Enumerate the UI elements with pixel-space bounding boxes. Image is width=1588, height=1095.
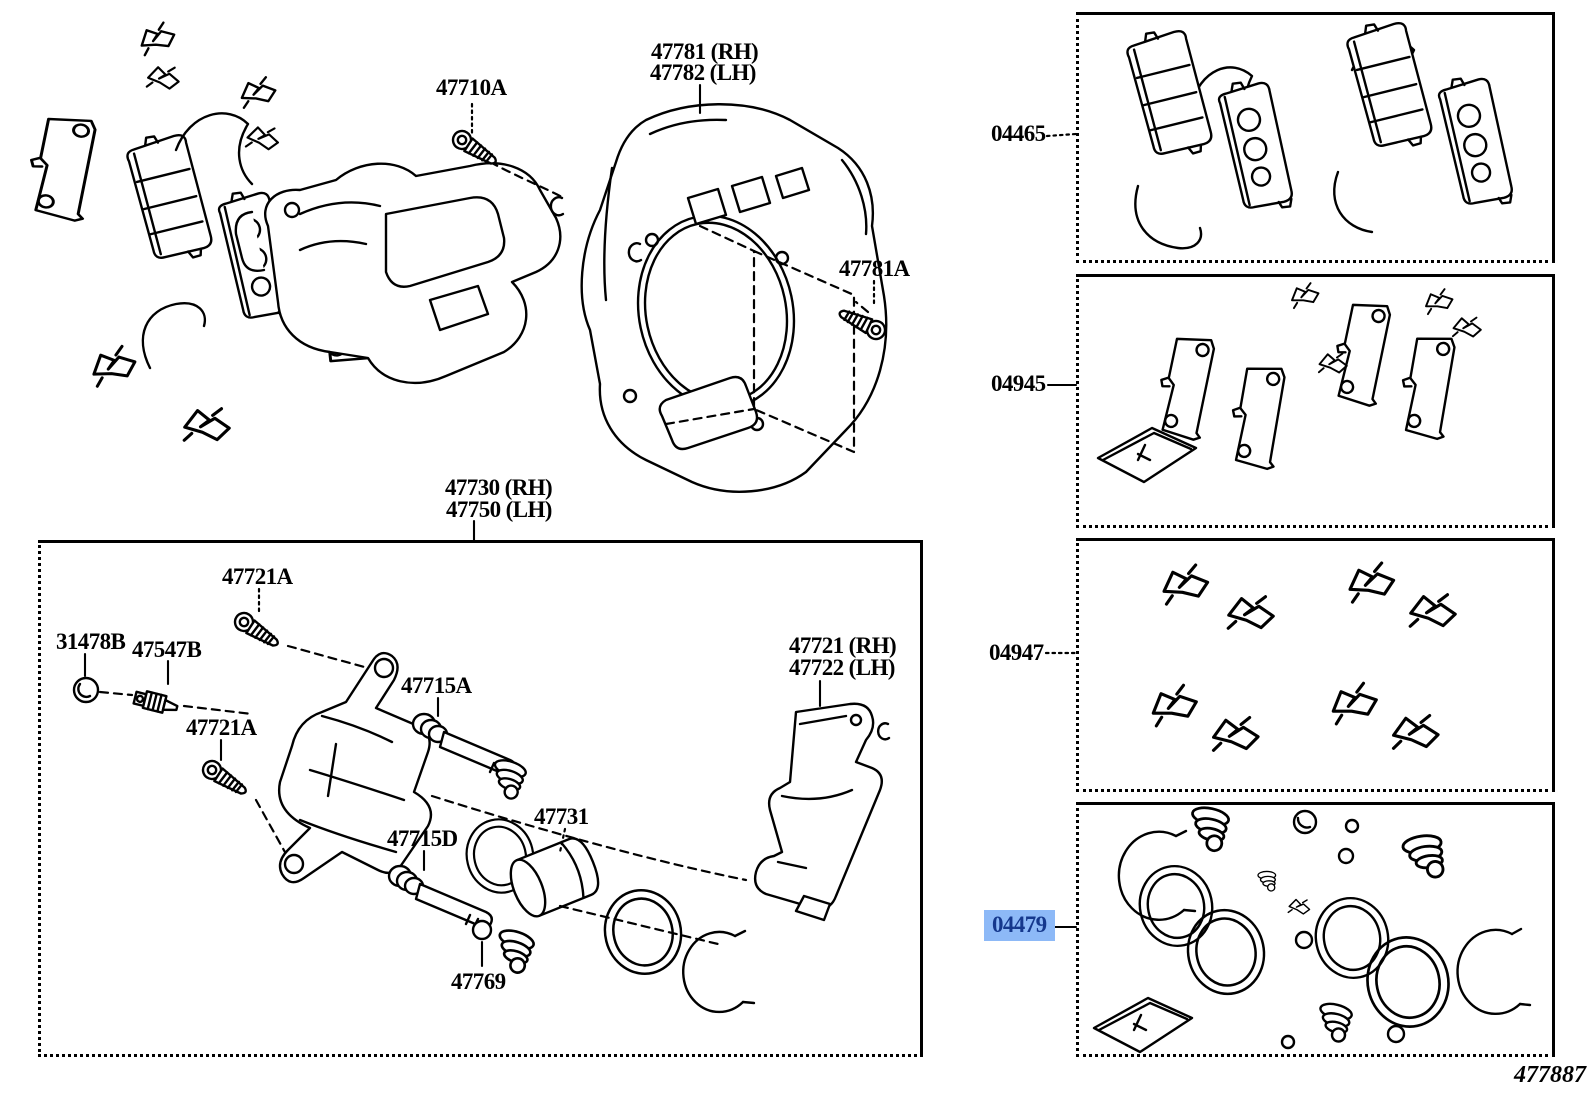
caliper-assembly-box (38, 540, 923, 1057)
pad-spring-top (174, 112, 254, 186)
kit-04945-art (1096, 281, 1484, 484)
pad-cluster (22, 19, 380, 448)
callout-dust-cover-rh[interactable]: 47781 (RH) (651, 39, 759, 64)
kit-04947-art (1148, 560, 1460, 757)
callout-bolt-top[interactable]: 47710A (436, 75, 507, 100)
kit-box-04479 (1076, 802, 1555, 1057)
callout-cylinder-assy-rh[interactable]: 47730 (RH) (445, 475, 553, 500)
callout-bolt-upper[interactable]: 47721A (222, 564, 293, 589)
boot-lower (488, 925, 538, 977)
drawing-number: 477887 (1514, 1062, 1586, 1088)
callout-slide-pin-upper[interactable]: 47715A (401, 673, 472, 698)
callout-mounting-lh[interactable]: 47722 (LH) (789, 655, 895, 680)
callout-mounting-rh[interactable]: 47721 (RH) (789, 633, 897, 658)
callout-dust-cover-lh[interactable]: 47782 (LH) (650, 60, 756, 85)
pad-spring-bottom (141, 302, 207, 370)
slide-pin-47715D (387, 864, 494, 929)
kit-code-04945[interactable]: 04945 (991, 371, 1046, 396)
snap-ring (682, 929, 756, 1014)
kit-code-04479-highlighted[interactable]: 04479 (984, 910, 1055, 942)
cap-47769-part (471, 919, 493, 941)
kit-box-04945 (1076, 274, 1555, 528)
shim-left (22, 111, 98, 224)
callout-cap[interactable]: 47769 (451, 969, 506, 994)
caliper-box-art (72, 608, 891, 1014)
piston-47731-part (509, 837, 600, 918)
callout-piston[interactable]: 47731 (534, 804, 589, 829)
projection-lines (488, 160, 870, 454)
bolt-47721A-lower (198, 756, 252, 801)
kit-box-04947 (1076, 538, 1555, 792)
callout-slide-pin-lower[interactable]: 47715D (387, 826, 458, 851)
callout-dust-cover-bolt[interactable]: 47781A (839, 256, 910, 281)
bleeder-plug-47547B (132, 690, 179, 714)
callout-bush[interactable]: 31478B (56, 629, 126, 654)
mounting-bracket-47721 (753, 702, 891, 922)
bolt-47721A-upper (230, 608, 284, 653)
dust-cover (580, 103, 888, 493)
callout-bleeder-plug[interactable]: 47547B (132, 637, 202, 662)
kit-box-04465 (1076, 12, 1555, 263)
kit-04479-art (1092, 803, 1532, 1054)
kit-code-04947[interactable]: 04947 (989, 640, 1044, 665)
kit-04465-art (1121, 14, 1520, 250)
bolt-47710A (448, 126, 502, 171)
cylinder-boot-ring (594, 880, 692, 984)
kit-code-04465[interactable]: 04465 (991, 121, 1046, 146)
leader-lines (83, 83, 1078, 968)
brake-pad-left (121, 126, 219, 269)
support-bracket (234, 162, 565, 385)
callout-bolt-lower[interactable]: 47721A (186, 715, 257, 740)
callout-cylinder-assy-lh[interactable]: 47750 (LH) (446, 497, 552, 522)
